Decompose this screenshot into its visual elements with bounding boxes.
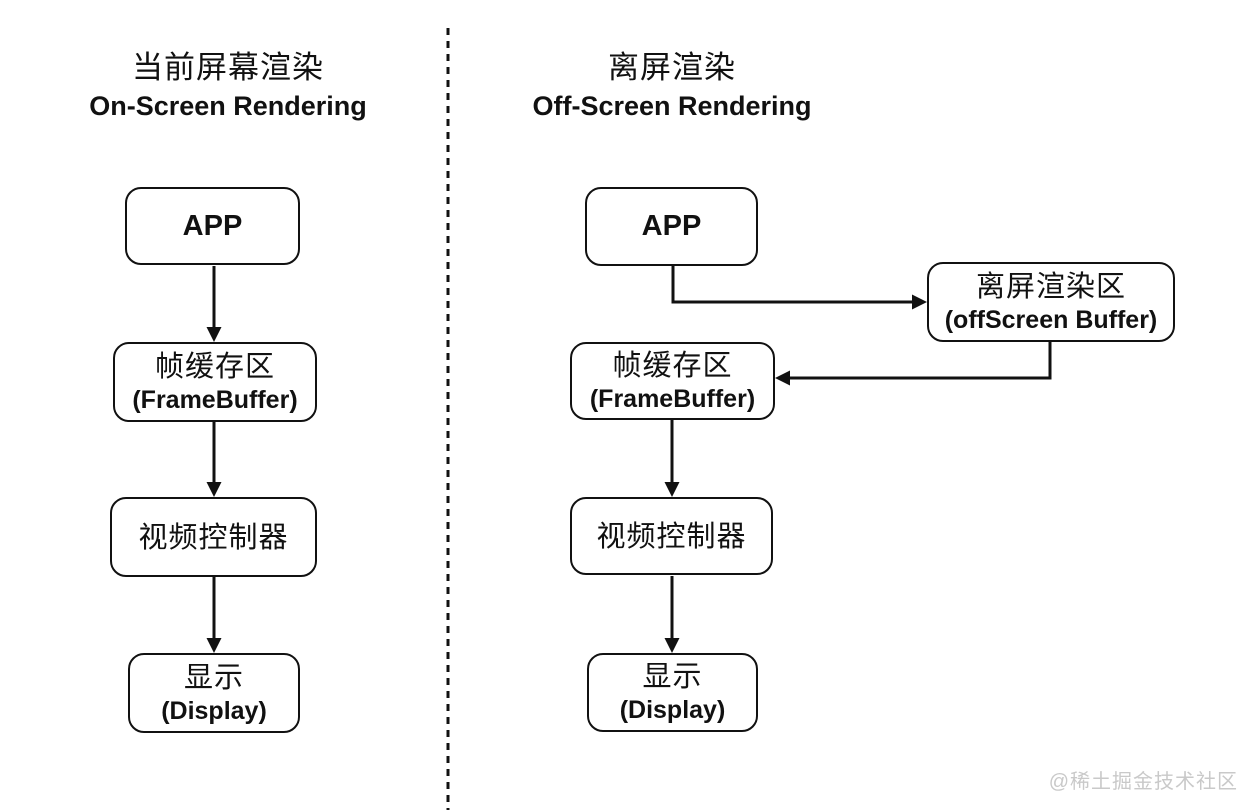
node-offscreen-framebuffer: 帧缓存区 (FrameBuffer) [570, 342, 775, 420]
watermark: @稀土掘金技术社区 [1048, 771, 1238, 793]
node-onscreen-display-label-zh: 显示 [183, 659, 244, 694]
node-offscreen-display-label-en: (Display) [619, 696, 726, 724]
arrow-right-offscreen-buffer-to-framebuffer [775, 342, 1052, 386]
node-offscreen-app-label: APP [641, 210, 702, 242]
node-onscreen-video-controller-label: 视频控制器 [138, 520, 289, 554]
node-onscreen-app-label: APP [182, 209, 243, 242]
node-offscreen-video-controller: 视频控制器 [570, 497, 773, 575]
node-onscreen-framebuffer-label-zh: 帧缓存区 [154, 348, 275, 383]
node-onscreen-video-controller: 视频控制器 [110, 497, 317, 577]
node-onscreen-framebuffer-label-en: (FrameBuffer) [132, 385, 298, 414]
offscreen-title-zh: 离屏渲染 [608, 50, 736, 86]
node-offscreen-video-controller-label: 视频控制器 [596, 519, 747, 553]
node-offscreen-framebuffer-label-zh: 帧缓存区 [612, 347, 733, 382]
node-offscreen-buffer-label-en: (offScreen Buffer) [944, 305, 1158, 334]
node-onscreen-display-label-en: (Display) [161, 696, 267, 725]
offscreen-title: 离屏渲染 Off-Screen Rendering [492, 48, 852, 124]
node-offscreen-display: 显示 (Display) [587, 653, 758, 732]
arrow-right-app-to-offscreen-buffer [671, 266, 927, 310]
onscreen-title-en: On-Screen Rendering [89, 91, 367, 121]
offscreen-title-en: Off-Screen Rendering [532, 91, 812, 121]
onscreen-title-zh: 当前屏幕渲染 [132, 50, 324, 86]
onscreen-title: 当前屏幕渲染 On-Screen Rendering [48, 48, 408, 124]
node-offscreen-buffer-label-zh: 离屏渲染区 [975, 268, 1126, 303]
node-offscreen-app: APP [585, 187, 758, 266]
node-onscreen-display: 显示 (Display) [128, 653, 300, 733]
node-onscreen-framebuffer: 帧缓存区 (FrameBuffer) [113, 342, 317, 422]
node-onscreen-app: APP [125, 187, 300, 265]
node-offscreen-display-label-zh: 显示 [642, 659, 703, 693]
node-offscreen-framebuffer-label-en: (FrameBuffer) [589, 384, 756, 413]
node-offscreen-buffer: 离屏渲染区 (offScreen Buffer) [927, 262, 1175, 342]
